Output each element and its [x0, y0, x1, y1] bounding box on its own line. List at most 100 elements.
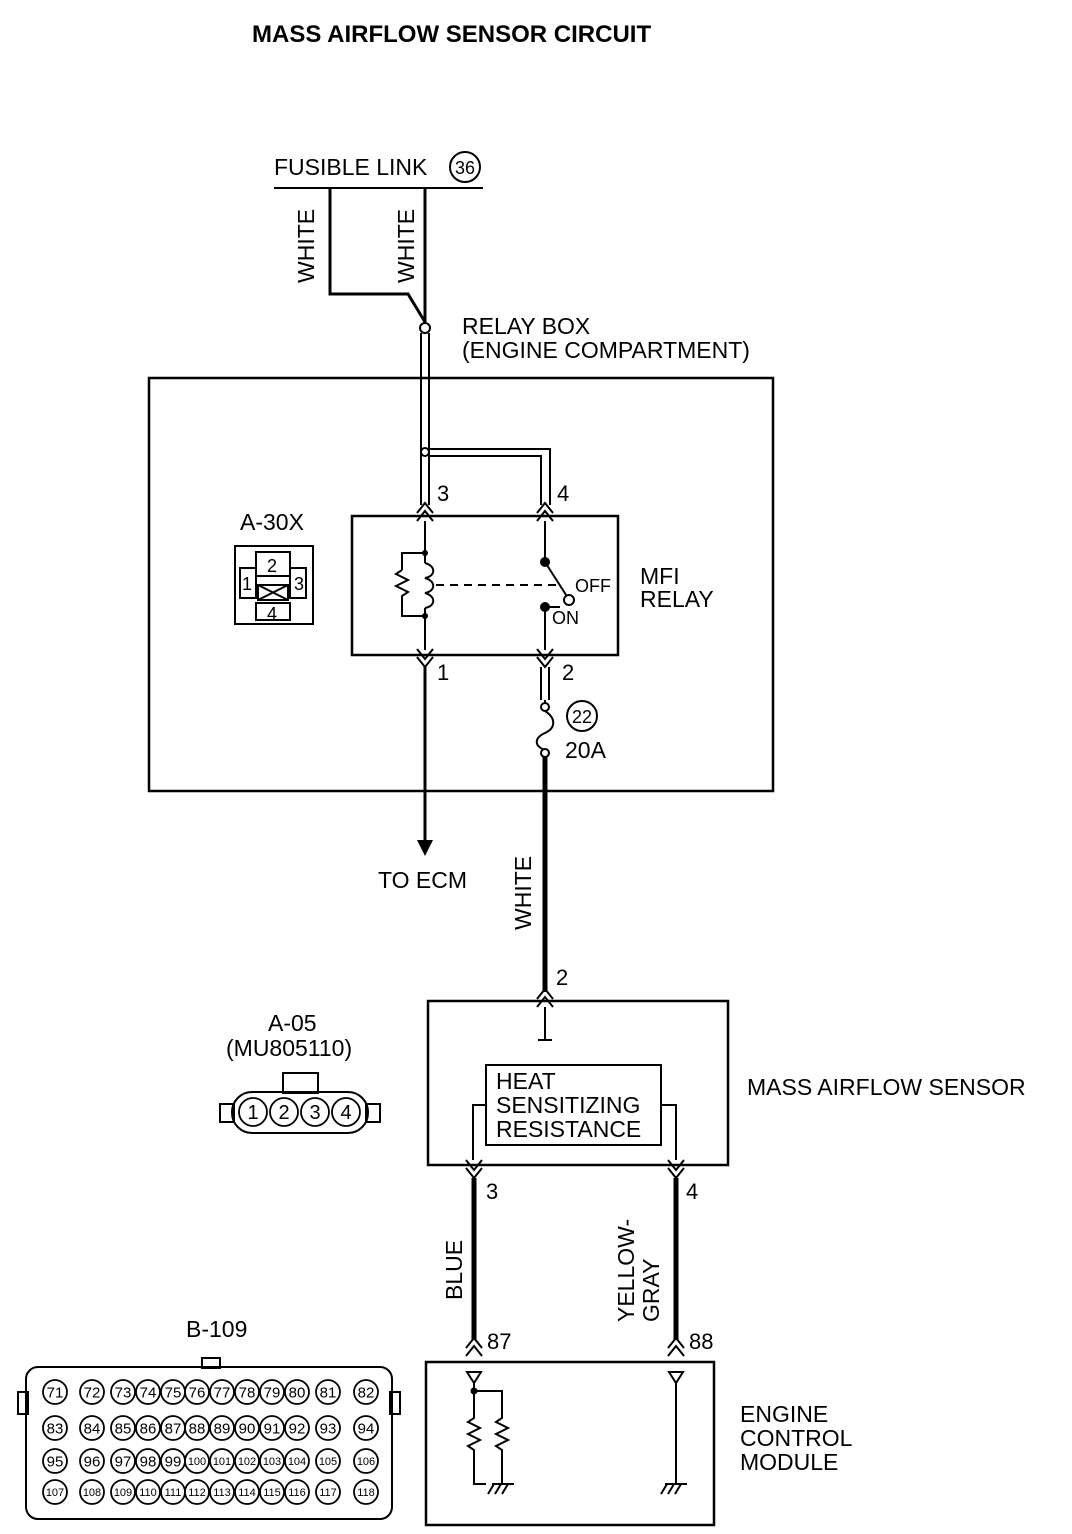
b109-pin-117: 117 — [319, 1487, 337, 1499]
b109-pin-95: 95 — [47, 1453, 64, 1470]
a30x-pin-4: 4 — [267, 604, 277, 624]
b109-pin-98-circle — [135, 1448, 161, 1474]
terminal-3-arrow — [416, 501, 434, 522]
b109-pin-81-circle — [315, 1379, 341, 1405]
b109-pin-75: 75 — [165, 1384, 182, 1401]
b109-pin-94: 94 — [358, 1420, 375, 1437]
b109-pin-108-circle — [79, 1479, 105, 1505]
fusible-link-number: 36 — [455, 158, 475, 178]
b109-pin-77-circle — [209, 1379, 235, 1405]
connector-b109-label: B-109 — [186, 1316, 247, 1342]
b109-pin-99: 99 — [165, 1453, 182, 1470]
sensor-pin-3: 3 — [486, 1179, 498, 1204]
element-label-3: RESISTANCE — [496, 1116, 641, 1142]
wire-color-fusible-right: WHITE — [393, 209, 419, 283]
b109-pin-116-circle — [284, 1479, 310, 1505]
b109-pin-108: 108 — [83, 1487, 101, 1499]
b109-pin-78-circle — [234, 1379, 260, 1405]
b109-pin-94-circle — [353, 1415, 379, 1441]
b109-pin-118: 118 — [357, 1487, 375, 1499]
b109-pin-82: 82 — [358, 1384, 375, 1401]
ecm-pin-88: 88 — [689, 1329, 713, 1354]
relay-pin-1: 1 — [437, 660, 449, 685]
relay-coil — [393, 521, 435, 650]
diagram-title: MASS AIRFLOW SENSOR CIRCUIT — [252, 21, 651, 48]
b109-pin-93-circle — [315, 1415, 341, 1441]
a30x-pin-1: 1 — [242, 574, 252, 594]
ecm-box — [424, 1360, 716, 1527]
b109-pin-82-circle — [353, 1379, 379, 1405]
wire-color-yellow-gray-1: YELLOW- — [613, 1219, 639, 1322]
b109-pin-92: 92 — [289, 1420, 306, 1437]
b109-pin-97-circle — [110, 1448, 136, 1474]
relay-pin-3: 3 — [437, 481, 449, 506]
fuse-number: 22 — [572, 707, 592, 727]
b109-pin-104: 104 — [288, 1456, 306, 1468]
b109-pin-90: 90 — [239, 1420, 256, 1437]
b109-pin-91-circle — [259, 1415, 285, 1441]
mfi-relay-box — [350, 514, 620, 657]
a05-pin-2: 2 — [278, 1102, 289, 1124]
fusible-link-number-circle — [449, 151, 481, 183]
b109-pin-80: 80 — [289, 1384, 306, 1401]
b109-pin-85: 85 — [115, 1420, 132, 1437]
b109-pin-81: 81 — [320, 1384, 337, 1401]
b109-pin-106: 106 — [357, 1456, 375, 1468]
relay-box-sublabel: (ENGINE COMPARTMENT) — [462, 337, 750, 363]
b109-pin-74: 74 — [140, 1384, 157, 1401]
b109-pin-87: 87 — [165, 1420, 182, 1437]
to-ecm-label: TO ECM — [378, 867, 467, 893]
b109-pin-112: 112 — [188, 1487, 206, 1499]
b109-pin-78: 78 — [239, 1384, 256, 1401]
ecm-label-1: ENGINE — [740, 1401, 828, 1427]
b109-pin-72: 72 — [84, 1384, 101, 1401]
mass-airflow-sensor-box — [426, 999, 730, 1167]
b109-pin-89: 89 — [214, 1420, 231, 1437]
ecm-label-2: CONTROL — [740, 1425, 853, 1451]
b109-pin-106-circle — [353, 1448, 379, 1474]
sensor-pin-3-arrow — [465, 1159, 483, 1180]
b109-pin-86: 86 — [140, 1420, 157, 1437]
a30x-pin-2: 2 — [267, 556, 277, 576]
connector-a05-label: A-05 — [268, 1010, 317, 1036]
connector-a30x-label: A-30X — [240, 509, 304, 535]
b109-pin-114: 114 — [238, 1487, 256, 1499]
b109-pin-71: 71 — [47, 1384, 64, 1401]
element-label-1: HEAT — [496, 1068, 556, 1094]
b109-pin-80-circle — [284, 1379, 310, 1405]
b109-pin-110-circle — [135, 1479, 161, 1505]
wire-color-blue: BLUE — [441, 1240, 467, 1300]
b109-pin-100-circle — [184, 1448, 210, 1474]
b109-pin-84: 84 — [84, 1420, 101, 1437]
wire-color-relay-to-sensor: WHITE — [510, 856, 536, 930]
b109-pin-102: 102 — [238, 1456, 256, 1468]
b109-pin-88-circle — [184, 1415, 210, 1441]
switch-on-label: ON — [552, 608, 579, 628]
b109-pin-93: 93 — [320, 1420, 337, 1437]
b109-pin-96: 96 — [84, 1453, 101, 1470]
terminal-1-arrow — [416, 648, 434, 669]
fuse-number-circle — [566, 700, 598, 732]
fuse-rating: 20A — [565, 737, 607, 763]
b109-pin-117-circle — [315, 1479, 341, 1505]
b109-pin-92-circle — [284, 1415, 310, 1441]
b109-pin-113-circle — [209, 1479, 235, 1505]
b109-pin-77: 77 — [214, 1384, 231, 1401]
b109-pin-74-circle — [135, 1379, 161, 1405]
b109-pin-103: 103 — [263, 1456, 281, 1468]
b109-pin-114-circle — [234, 1479, 260, 1505]
connector-a05-part: (MU805110) — [226, 1035, 352, 1061]
b109-pin-97: 97 — [115, 1453, 132, 1470]
b109-pin-85-circle — [110, 1415, 136, 1441]
b109-pin-105: 105 — [319, 1456, 337, 1468]
b109-pin-118-circle — [353, 1479, 379, 1505]
ecm-input-87-circuit — [465, 1371, 514, 1495]
connector-a30x: A-30X 1 2 3 4 — [234, 509, 314, 625]
b109-pin-91: 91 — [264, 1420, 281, 1437]
b109-pin-109: 109 — [114, 1487, 132, 1499]
b109-pin-115: 115 — [263, 1487, 281, 1499]
element-label-2: SENSITIZING — [496, 1092, 640, 1118]
b109-pin-100: 100 — [188, 1456, 206, 1468]
